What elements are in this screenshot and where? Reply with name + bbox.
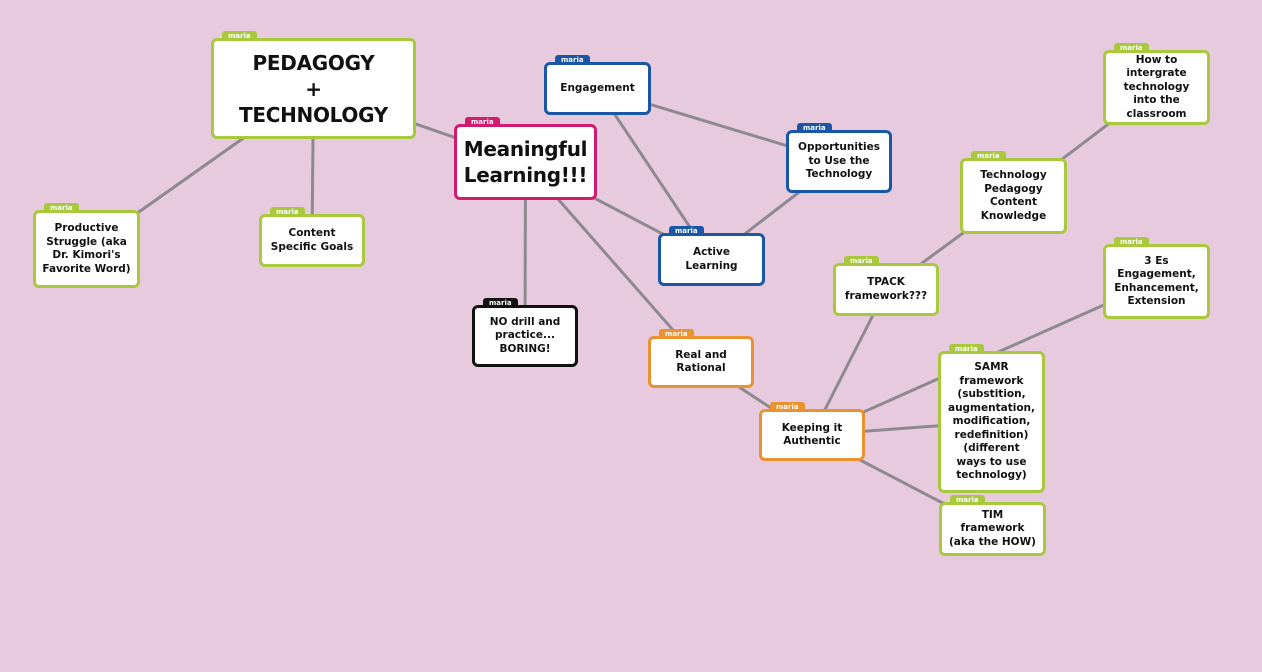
node-text: Engagement [560,81,635,94]
node-text: PEDAGOGY+TECHNOLOGY [239,50,388,127]
author-tag: maria [770,402,805,412]
author-tag: maria [971,151,1006,161]
author-tag: maria [465,117,500,127]
node-text: Content Specific Goals [270,227,354,253]
author-tag: maria [797,123,832,133]
author-tag: maria [950,495,985,505]
author-tag: maria [659,329,694,339]
node-text: TPACK framework??? [844,276,928,302]
node-text: Real and Rational [675,348,727,375]
author-tag: maria [222,31,257,41]
node-text: Productive Struggle (aka Dr. Kimori's Fa… [42,222,131,275]
author-tag: maria [669,226,704,236]
node-text: TIM framework (aka the HOW) [949,508,1036,548]
node-nodrill[interactable]: maria NO drill and practice... BORING! [472,298,578,367]
node-text: How to intergrate technology into the cl… [1123,53,1190,120]
node-text: NO drill and practice... BORING! [489,315,561,355]
author-tag: maria [555,55,590,65]
author-tag: maria [483,298,518,308]
node-text: 3 Es Engagement, Enhancement, Extension [1114,254,1199,308]
author-tag: maria [949,344,984,354]
node-text: Keeping it Authentic [781,421,843,448]
node-threees[interactable]: maria 3 Es Engagement, Enhancement, Exten… [1103,237,1210,319]
author-tag: maria [1114,43,1149,53]
node-text: Active Learning [685,246,738,272]
node-text: SAMR framework (substition, augmentation… [947,361,1035,482]
author-tag: maria [44,203,79,213]
node-text: Opportunities to Use the Technology [798,141,880,181]
node-text: Technology Pedagogy Content Knowledge [980,169,1047,222]
author-tag: maria [844,256,879,266]
author-tag: maria [270,207,305,217]
author-tag: maria [1114,237,1149,247]
